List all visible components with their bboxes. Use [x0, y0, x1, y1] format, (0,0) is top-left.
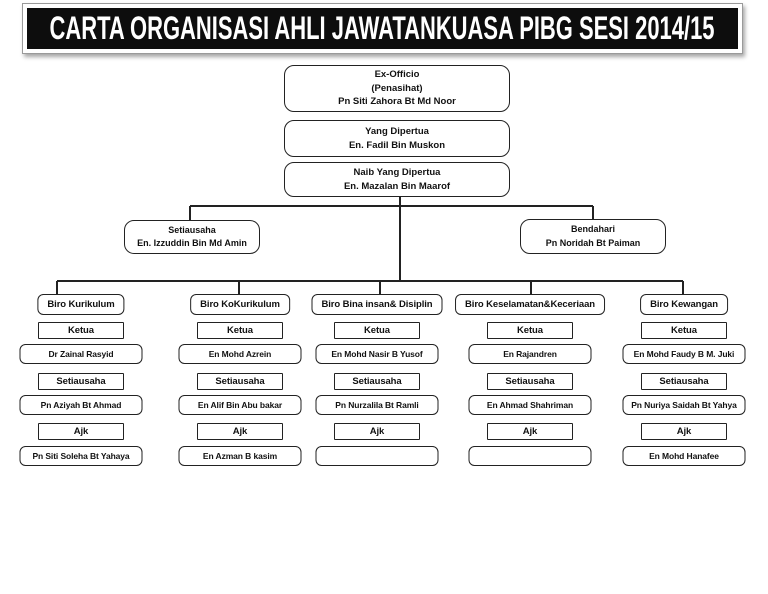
- person-name: En Ahmad Shahriman: [468, 395, 592, 415]
- biro-column-kokurikulum: Biro KoKurikulum Ketua En Mohd Azrein Se…: [160, 294, 320, 474]
- node-person: En. Fadil Bin Muskon: [348, 139, 446, 151]
- role-label-setiausaha: Setiausaha: [197, 373, 283, 390]
- person-name: Dr Zainal Rasyid: [19, 344, 143, 364]
- role-label-ketua: Ketua: [197, 322, 283, 339]
- node-bendahari: Bendahari Pn Noridah Bt Paiman: [520, 219, 666, 254]
- person-name: En Alif Bin Abu bakar: [178, 395, 302, 415]
- person-name: Pn Aziyah Bt Ahmad: [19, 395, 143, 415]
- person-name: En Mohd Hanafee: [622, 446, 746, 466]
- biro-column-kurikulum: Biro Kurikulum Ketua Dr Zainal Rasyid Se…: [1, 294, 161, 474]
- person-name-empty: [468, 446, 592, 466]
- role-label-ajk: Ajk: [487, 423, 573, 440]
- biro-header: Biro Bina insan& Disiplin: [311, 294, 443, 315]
- node-role: Bendahari: [570, 224, 615, 234]
- person-name: En Mohd Faudy B M. Juki: [622, 344, 746, 364]
- person-name: Pn Siti Soleha Bt Yahaya: [19, 446, 143, 466]
- node-role: Naib Yang Dipertua: [353, 167, 441, 178]
- biro-header: Biro Kewangan: [640, 294, 728, 315]
- role-label-setiausaha: Setiausaha: [641, 373, 727, 390]
- biro-header: Biro Kurikulum: [37, 294, 125, 315]
- node-setiausaha: Setiausaha En. Izzuddin Bin Md Amin: [124, 220, 260, 254]
- node-naib-yang-dipertua: Naib Yang Dipertua En. Mazalan Bin Maaro…: [284, 162, 510, 197]
- role-label-ajk: Ajk: [38, 423, 124, 440]
- node-role: Yang Dipertua: [365, 126, 429, 137]
- node-subrole: (Penasihat): [371, 82, 423, 94]
- node-person: En. Mazalan Bin Maarof: [343, 180, 451, 192]
- node-person: Pn Noridah Bt Paiman: [545, 237, 641, 248]
- role-label-setiausaha: Setiausaha: [487, 373, 573, 390]
- person-name: En Azman B kasim: [178, 446, 302, 466]
- role-label-ketua: Ketua: [334, 322, 420, 339]
- role-label-ajk: Ajk: [334, 423, 420, 440]
- title-banner: CARTA ORGANISASI AHLI JAWATANKUASA PIBG …: [22, 3, 743, 54]
- biro-column-kewangan: Biro Kewangan Ketua En Mohd Faudy B M. J…: [604, 294, 764, 474]
- role-label-ajk: Ajk: [641, 423, 727, 440]
- biro-column-keselamatan-keceriaan: Biro Keselamatan&Keceriaan Ketua En Raja…: [450, 294, 610, 474]
- role-label-setiausaha: Setiausaha: [38, 373, 124, 390]
- role-label-ketua: Ketua: [641, 322, 727, 339]
- role-label-ketua: Ketua: [487, 322, 573, 339]
- role-label-ajk: Ajk: [197, 423, 283, 440]
- person-name: En Rajandren: [468, 344, 592, 364]
- biro-header: Biro Keselamatan&Keceriaan: [455, 294, 605, 315]
- node-yang-dipertua: Yang Dipertua En. Fadil Bin Muskon: [284, 120, 510, 157]
- title-bar: CARTA ORGANISASI AHLI JAWATANKUASA PIBG …: [27, 8, 738, 49]
- biro-column-bina-insan-disiplin: Biro Bina insan& Disiplin Ketua En Mohd …: [297, 294, 457, 474]
- node-person: Pn Siti Zahora Bt Md Noor: [338, 96, 456, 108]
- person-name: En Mohd Nasir B Yusof: [315, 344, 439, 364]
- person-name: En Mohd Azrein: [178, 344, 302, 364]
- node-person: En. Izzuddin Bin Md Amin: [137, 238, 247, 248]
- node-role: Ex-Officio: [374, 69, 420, 81]
- biro-header: Biro KoKurikulum: [190, 294, 290, 315]
- page-title: CARTA ORGANISASI AHLI JAWATANKUASA PIBG …: [50, 10, 715, 46]
- role-label-ketua: Ketua: [38, 322, 124, 339]
- node-ex-officio: Ex-Officio (Penasihat) Pn Siti Zahora Bt…: [284, 65, 510, 112]
- node-role: Setiausaha: [168, 224, 216, 235]
- person-name: Pn Nurzalila Bt Ramli: [315, 395, 439, 415]
- person-name: Pn Nuriya Saidah Bt Yahya: [622, 395, 746, 415]
- page-title-svg: CARTA ORGANISASI AHLI JAWATANKUASA PIBG …: [50, 10, 715, 46]
- person-name-empty: [315, 446, 439, 466]
- role-label-setiausaha: Setiausaha: [334, 373, 420, 390]
